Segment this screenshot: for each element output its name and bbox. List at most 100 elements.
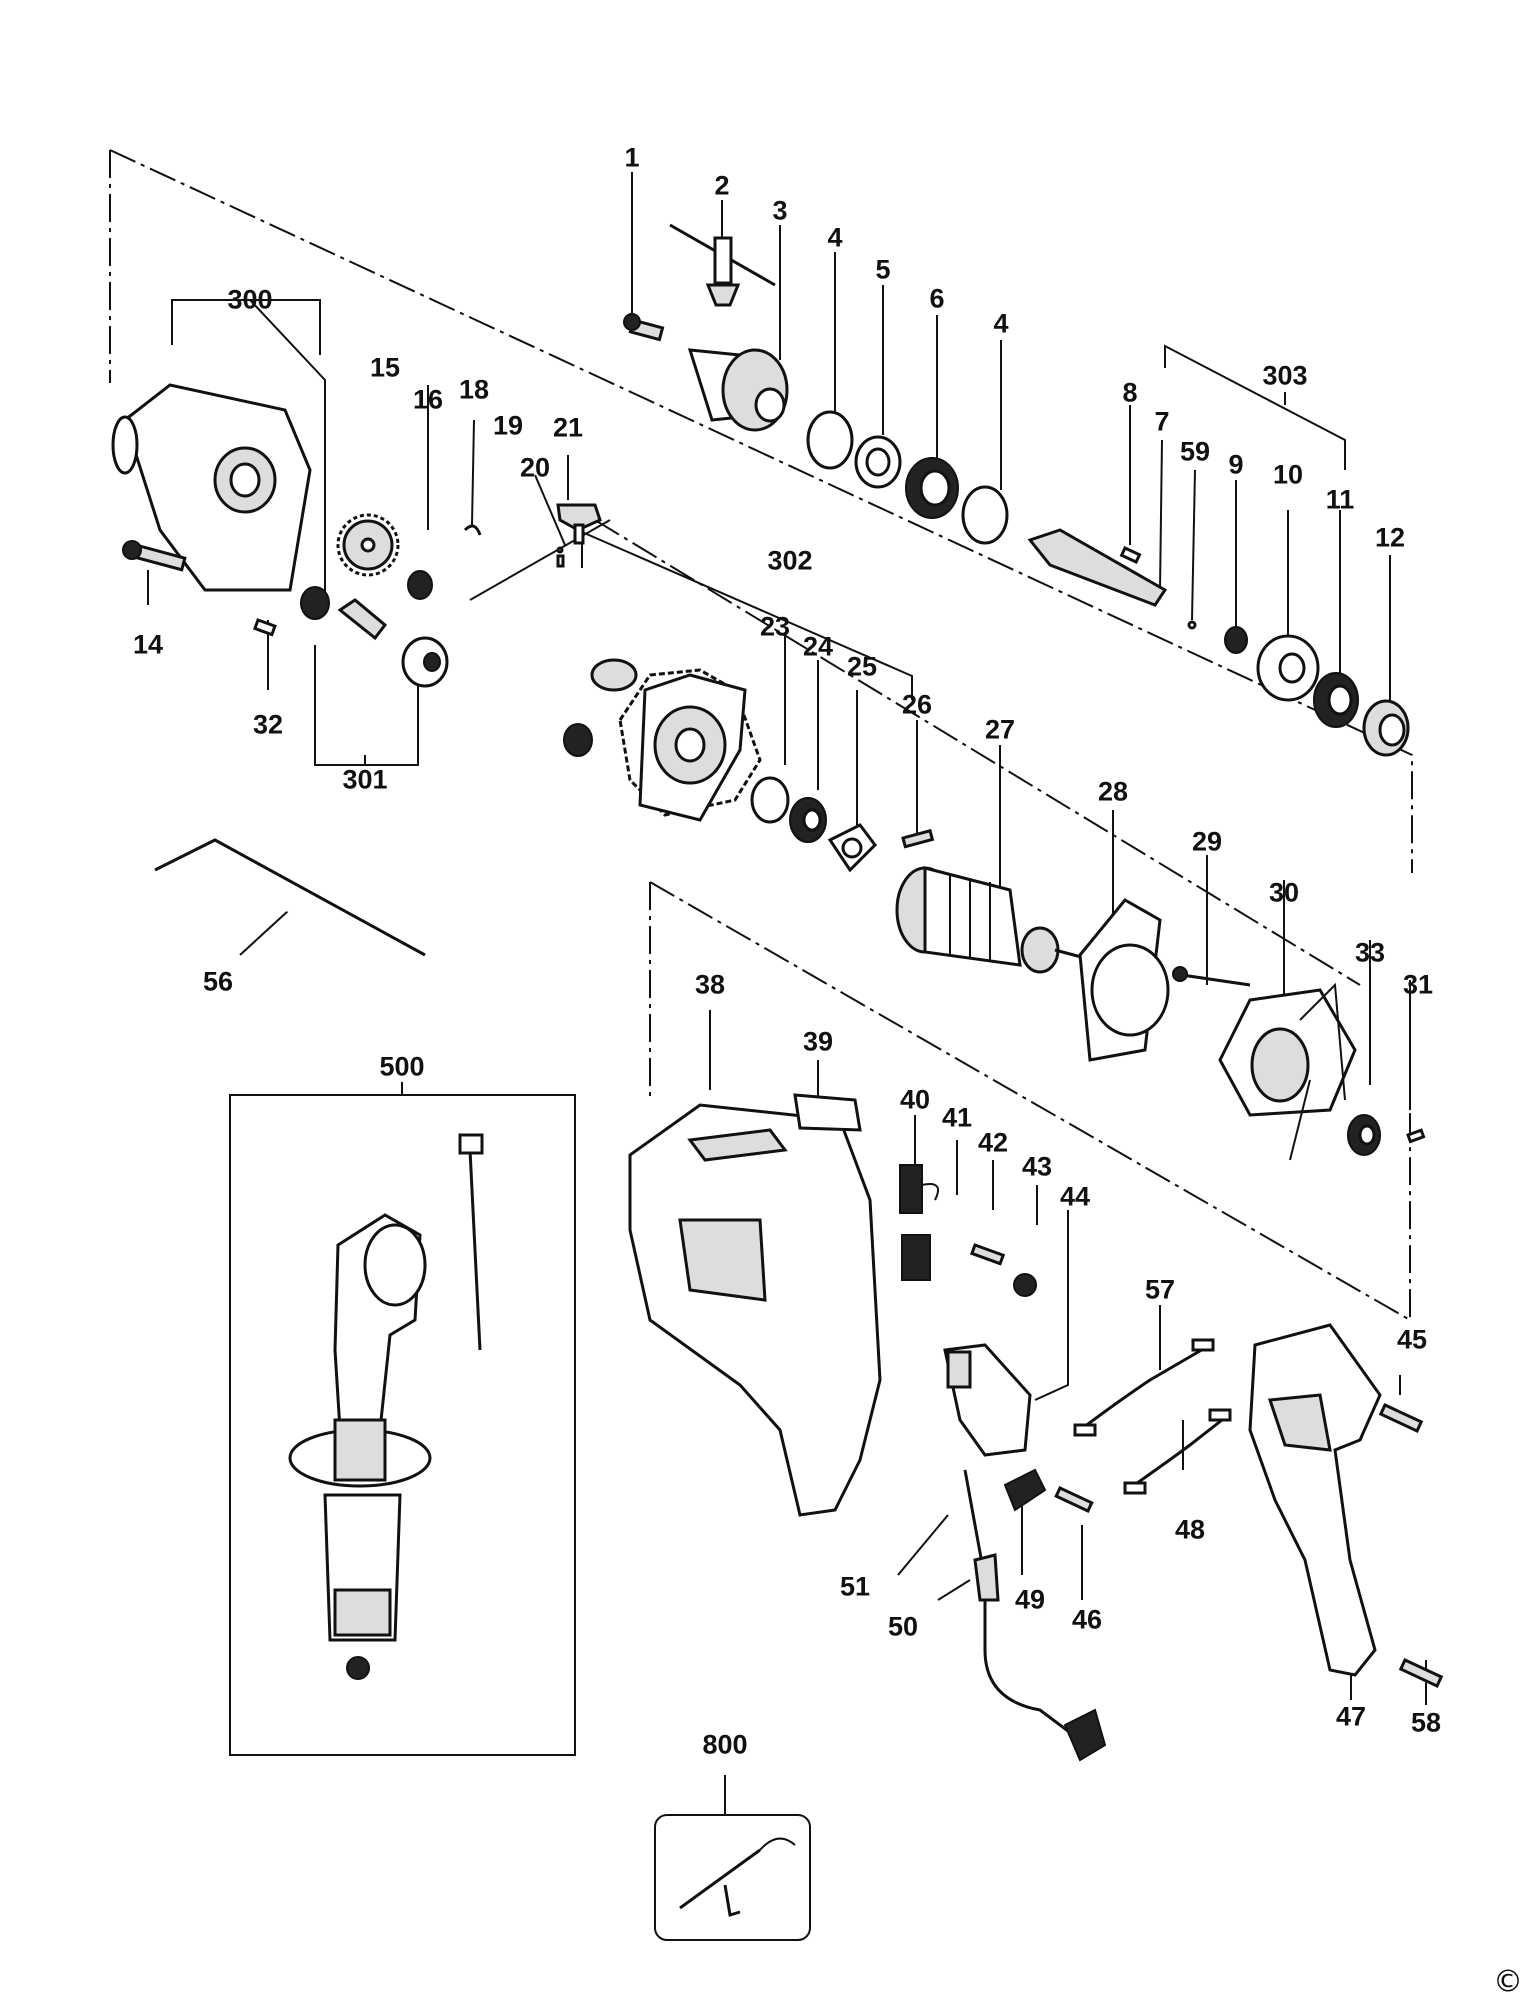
- part-43-spring: [1013, 1273, 1037, 1297]
- part-label-46: 46: [1071, 1604, 1103, 1635]
- part-label-11: 11: [1325, 484, 1355, 515]
- part-12-clutch: [1362, 699, 1410, 757]
- part-label-51: 51: [839, 1571, 871, 1602]
- part-label-9: 9: [1228, 449, 1244, 480]
- part-11-bearing: [1313, 672, 1359, 728]
- part-39-label: [793, 1093, 862, 1132]
- part-9-ring: [1224, 626, 1248, 654]
- part-label-1: 1: [624, 142, 640, 173]
- part-41-brush: [901, 1234, 931, 1281]
- part-label-39: 39: [802, 1026, 834, 1057]
- part-302-middle-housing: [563, 658, 762, 822]
- part-label-21: 21: [552, 412, 584, 443]
- part-45-screw: [1378, 1403, 1424, 1433]
- part-label-33: 33: [1354, 937, 1386, 968]
- part-49-cord-clamp: [1003, 1468, 1047, 1512]
- part-label-800: 800: [702, 1729, 748, 1760]
- part-32-pin: [252, 618, 277, 637]
- part-44-switch: [943, 1343, 1032, 1457]
- part-25-bearing-plate: [827, 823, 877, 873]
- part-500-side-handle: [288, 1133, 484, 1680]
- bracket-302: [581, 530, 913, 700]
- part-label-48: 48: [1174, 1514, 1206, 1545]
- part-label-20: 20: [519, 452, 551, 483]
- assembly-frame-lower: [649, 881, 1411, 1322]
- part-30-field: [1218, 982, 1357, 1161]
- part-23-o-ring: [750, 776, 790, 824]
- part-8-key: [1119, 546, 1142, 565]
- part-label-38: 38: [694, 969, 726, 1000]
- part-59-ball: [1187, 620, 1197, 630]
- part-2-chuck-key: [669, 223, 776, 307]
- part-label-58: 58: [1410, 1707, 1442, 1738]
- part-label-59: 59: [1179, 436, 1211, 467]
- part-label-12: 12: [1374, 522, 1406, 553]
- part-label-14: 14: [132, 629, 164, 660]
- part-10-washer: [1256, 634, 1320, 702]
- part-label-300: 300: [227, 284, 273, 315]
- part-label-4-second: 4: [993, 308, 1009, 339]
- part-label-50: 50: [887, 1611, 919, 1642]
- part-21-selector-knob: [556, 503, 602, 545]
- part-7-spindle: [1027, 528, 1168, 607]
- part-label-56: 56: [202, 966, 234, 997]
- part-31-ring: [1406, 1128, 1426, 1144]
- part-label-4: 4: [827, 222, 843, 253]
- part-58-screw: [1398, 1658, 1444, 1688]
- part-label-8: 8: [1122, 377, 1138, 408]
- part-4-circlip-second: [961, 485, 1009, 545]
- side-handle-kit-box: [229, 1094, 576, 1756]
- part-label-41: 41: [941, 1102, 973, 1133]
- grease-kit-box: [654, 1814, 811, 1941]
- part-3-chuck: [687, 348, 789, 432]
- part-6-bearing: [905, 457, 959, 519]
- leader-lines: [147, 172, 1427, 1815]
- part-label-5: 5: [875, 254, 891, 285]
- bracket-303: [1164, 344, 1346, 470]
- part-label-301: 301: [342, 764, 388, 795]
- part-label-31: 31: [1402, 969, 1434, 1000]
- part-label-57: 57: [1144, 1274, 1176, 1305]
- part-label-28: 28: [1097, 776, 1129, 807]
- part-label-6: 6: [929, 283, 945, 314]
- part-label-303: 303: [1262, 360, 1308, 391]
- assembly-frame-upper: [109, 149, 1413, 873]
- part-label-40: 40: [899, 1084, 931, 1115]
- part-26-screw: [901, 828, 935, 849]
- part-5-washer: [854, 435, 902, 489]
- part-label-302: 302: [767, 545, 813, 576]
- part-label-27: 27: [984, 714, 1016, 745]
- part-label-3: 3: [772, 195, 788, 226]
- part-label-44: 44: [1059, 1181, 1091, 1212]
- bracket-300: [171, 299, 321, 355]
- part-label-45: 45: [1396, 1324, 1428, 1355]
- part-16-bearing: [407, 570, 433, 600]
- part-label-10: 10: [1272, 459, 1304, 490]
- part-label-32: 32: [252, 709, 284, 740]
- part-label-30: 30: [1268, 877, 1300, 908]
- copyright-symbol: ©: [1493, 1964, 1523, 2000]
- part-27-armature: [895, 866, 1086, 974]
- part-42-screw: [969, 1243, 1006, 1266]
- part-40-brush-holder: [899, 1164, 939, 1214]
- part-label-26: 26: [901, 689, 933, 720]
- part-label-23: 23: [759, 611, 791, 642]
- part-57-wire-lead: [1073, 1338, 1215, 1437]
- part-label-42: 42: [977, 1127, 1009, 1158]
- part-38-motor-housing: [628, 1103, 882, 1517]
- part-24-bearing: [789, 797, 827, 843]
- part-label-19: 19: [492, 410, 524, 441]
- part-19-pin: [556, 546, 565, 568]
- part-label-2: 2: [714, 170, 730, 201]
- part-15-gear: [336, 513, 400, 577]
- part-label-16: 16: [412, 384, 444, 415]
- part-47-housing-half: [1248, 1323, 1382, 1677]
- bracket-301: [314, 645, 419, 766]
- part-label-500: 500: [379, 1051, 425, 1082]
- part-label-24: 24: [802, 631, 834, 662]
- part-28-fan-baffle: [1078, 898, 1170, 1062]
- part-label-15: 15: [369, 352, 401, 383]
- part-48-wire-lead: [1123, 1408, 1232, 1495]
- part-33-bearing: [1347, 1114, 1381, 1156]
- part-56-hex-key: [154, 838, 426, 957]
